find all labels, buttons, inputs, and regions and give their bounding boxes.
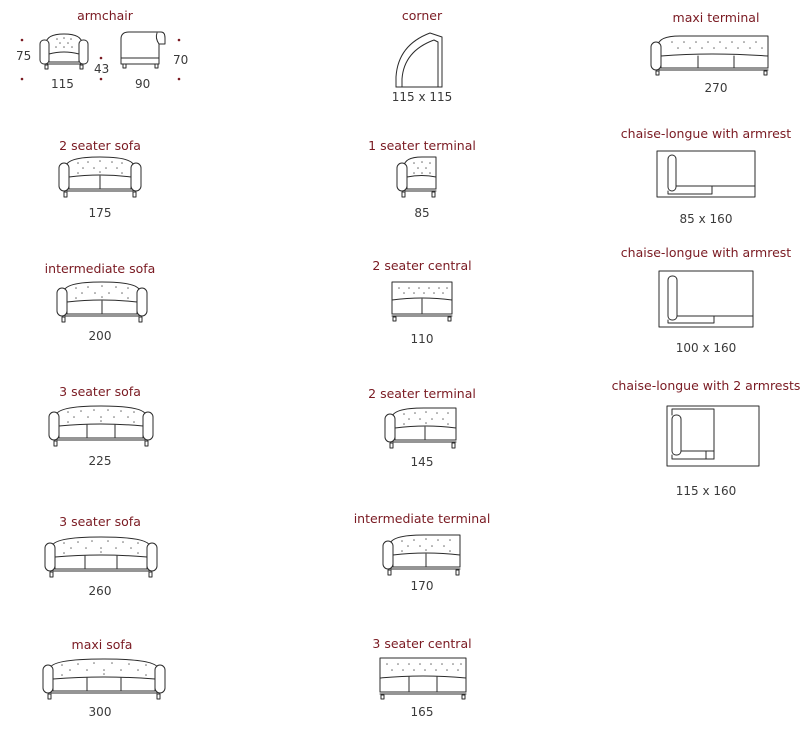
module-3-seater-sofa-260: 3 seater sofa 260 [0,514,200,624]
armchair-side-icon [120,31,166,69]
module-title: 3 seater central [372,636,472,651]
module-dimension: 260 [88,584,112,598]
module-chaise-longue-armrest-100: chaise-longue with armrest 100 x 160 [606,245,800,355]
module-maxi-sofa: maxi sofa 300 [0,637,200,747]
side-height-label: 70 [173,53,189,67]
module-dimension: 85 x 160 [679,212,733,226]
module-1-seater-terminal: 1 seater terminal 85 [322,138,522,248]
module-title: 2 seater central [372,258,472,273]
module-intermediate-sofa: intermediate sofa 200 [0,261,200,371]
module-dimension: 115 x 160 [675,484,737,498]
3-seater-sofa-icon [48,405,154,447]
maxi-sofa-icon [42,658,166,700]
module-dimension: 175 [88,206,112,220]
2-seater-terminal-icon [384,407,457,449]
chaise-longue-plan-icon [656,150,756,198]
front-width-label: 115 [51,77,74,91]
3-seater-central-icon [379,657,467,700]
height-label: 75 [16,49,32,63]
module-dimension: 225 [88,454,112,468]
2-seater-central-icon [391,281,453,322]
module-dimension: 300 [88,705,112,719]
module-title: maxi sofa [71,637,133,652]
module-armchair: armchair 75 43 70 115 90 [0,8,200,118]
module-dimension: 170 [410,579,434,593]
module-title: maxi terminal [672,10,760,25]
module-title: 3 seater sofa [59,514,141,529]
3-seater-sofa-icon [44,536,158,578]
corner-icon [395,32,443,88]
module-chaise-longue-armrest-85: chaise-longue with armrest 85 x 160 [606,126,800,236]
module-title: chaise-longue with armrest [620,245,792,260]
module-title: intermediate sofa [44,261,156,276]
module-dimension: 115 x 115 [391,90,453,104]
module-title: 3 seater sofa [59,384,141,399]
module-dimension: 165 [410,705,434,719]
module-title: 2 seater terminal [368,386,476,401]
module-dimension: 145 [410,455,434,469]
module-title: armchair [77,8,133,23]
seat-height-label: 43 [94,62,110,76]
chaise-longue-plan-icon [658,270,754,328]
2-seater-sofa-icon [58,156,142,198]
module-dimension: 100 x 160 [675,341,737,355]
module-3-seater-central: 3 seater central 165 [322,636,522,746]
chaise-longue-plan-icon [666,405,760,467]
module-title: intermediate terminal [353,511,491,526]
module-maxi-terminal: maxi terminal 270 [616,10,800,120]
module-title: 2 seater sofa [59,138,141,153]
module-dimension: 270 [704,81,728,95]
module-title: chaise-longue with armrest [620,126,792,141]
module-title: 1 seater terminal [368,138,476,153]
armchair-front-icon [39,33,89,70]
module-dimension: 200 [88,329,112,343]
module-corner: corner 115 x 115 [322,8,522,118]
intermediate-terminal-icon [382,534,461,576]
module-dimension: 110 [410,332,434,346]
module-2-seater-terminal: 2 seater terminal 145 [322,386,522,496]
module-title: corner [401,8,443,23]
maxi-terminal-icon [650,35,769,76]
module-dimension: 85 [414,206,430,220]
side-depth-label: 90 [135,77,151,91]
intermediate-sofa-icon [56,281,148,323]
module-3-seater-sofa-225: 3 seater sofa 225 [0,384,200,494]
dimension-markers [20,38,181,81]
module-2-seater-central: 2 seater central 110 [322,258,522,368]
module-2-seater-sofa: 2 seater sofa 175 [0,138,200,248]
module-chaise-longue-2-armrests: chaise-longue with 2 armrests 115 x 160 [606,378,800,498]
module-intermediate-terminal: intermediate terminal 170 [322,511,522,621]
1-seater-terminal-icon [396,156,437,198]
module-title: chaise-longue with 2 armrests [611,378,800,393]
